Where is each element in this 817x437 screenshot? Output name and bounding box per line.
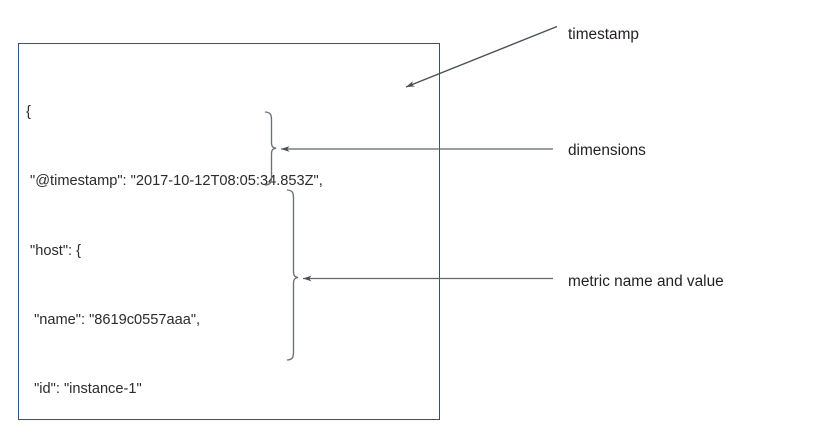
json-line-host-name: "name": "8619c0557aaa", — [26, 312, 201, 329]
json-document-text: { "@timestamp": "2017-10-12T08:05:34.853… — [26, 55, 426, 437]
json-document-box — [18, 43, 440, 420]
json-line-host-id: "id": "instance-1" — [26, 381, 142, 398]
annotation-label-dimensions: dimensions — [568, 142, 646, 159]
json-line: { — [26, 104, 31, 121]
annotation-label-metric: metric name and value — [568, 273, 724, 290]
json-line-timestamp: "@timestamp": "2017-10-12T08:05:34.853Z"… — [26, 173, 323, 190]
annotation-label-timestamp: timestamp — [568, 26, 639, 43]
json-line-host-open: "host": { — [26, 242, 81, 259]
